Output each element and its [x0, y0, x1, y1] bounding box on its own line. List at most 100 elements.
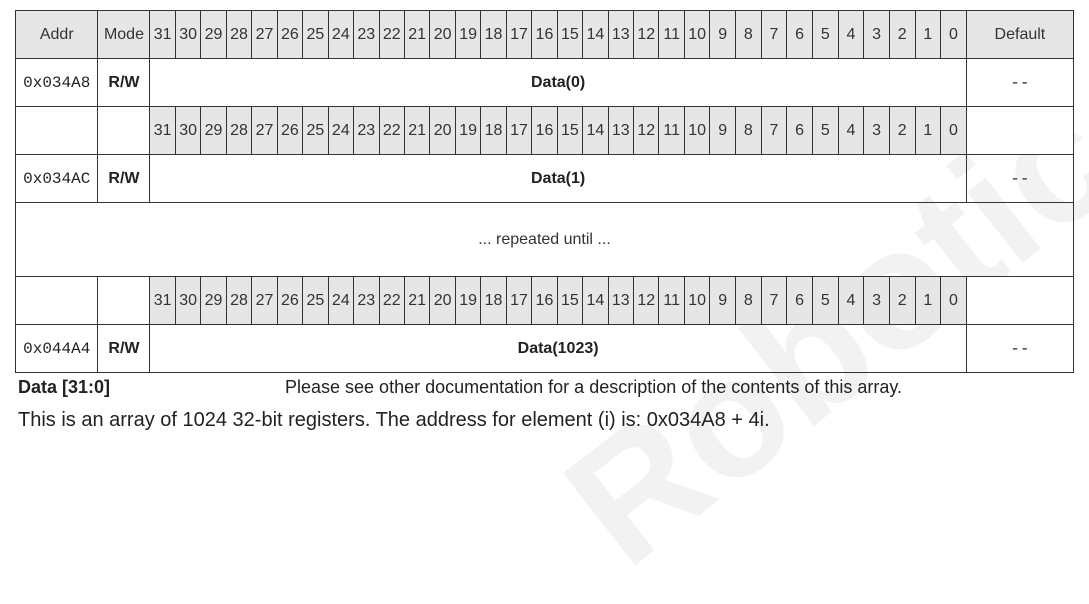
repeated-row: ... repeated until ...	[15, 202, 1074, 277]
bit-26: 26	[276, 10, 304, 59]
empty-addr-cell	[14, 106, 99, 155]
header-mode: Mode	[97, 10, 151, 59]
bit-16: 16	[531, 276, 558, 325]
bit-29: 29	[200, 276, 227, 325]
empty-mode-cell	[97, 106, 151, 155]
bit-28: 28	[225, 276, 253, 325]
bit-8: 8	[735, 276, 762, 325]
register-mode: R/W	[97, 58, 151, 107]
bit-17: 17	[505, 276, 533, 325]
bit-27: 27	[251, 276, 278, 325]
bit-3: 3	[863, 106, 890, 155]
bit-17: 17	[505, 106, 533, 155]
bit-31: 31	[149, 276, 176, 325]
bit-31: 31	[149, 106, 176, 155]
bit-7: 7	[760, 10, 788, 59]
bit-25: 25	[302, 10, 329, 59]
bit-13: 13	[607, 276, 635, 325]
bit-18: 18	[480, 276, 507, 325]
bit-15: 15	[556, 276, 584, 325]
bit-4: 4	[837, 276, 865, 325]
bit-19: 19	[454, 276, 482, 325]
bit-3: 3	[863, 10, 890, 59]
bit-4: 4	[837, 10, 865, 59]
field-description: Please see other documentation for a des…	[285, 377, 903, 397]
register-address: 0x034AC	[14, 154, 99, 203]
register-data-field: Data(1023)	[149, 324, 967, 373]
bit-12: 12	[633, 10, 660, 59]
bit-6: 6	[786, 276, 813, 325]
bit-16: 16	[531, 106, 558, 155]
bit-10: 10	[683, 10, 711, 59]
bit-11: 11	[658, 10, 685, 59]
bit-20: 20	[429, 10, 456, 59]
bit-7: 7	[760, 276, 788, 325]
bit-0: 0	[940, 106, 967, 155]
bit-31: 31	[149, 10, 176, 59]
bit-22: 22	[378, 106, 405, 155]
bit-15: 15	[556, 10, 584, 59]
register-data-field: Data(1)	[149, 154, 967, 203]
bit-30: 30	[174, 106, 202, 155]
field-name: Data [31:0]	[18, 377, 111, 397]
empty-addr-cell	[14, 276, 99, 325]
bit-0: 0	[940, 276, 967, 325]
bit-19: 19	[454, 106, 482, 155]
bit-29: 29	[200, 10, 227, 59]
bit-8: 8	[735, 106, 762, 155]
bit-13: 13	[607, 10, 635, 59]
bit-2: 2	[888, 276, 916, 325]
bit-9: 9	[709, 276, 737, 325]
bit-21: 21	[403, 276, 431, 325]
bit-25: 25	[302, 276, 329, 325]
bit-7: 7	[760, 106, 788, 155]
register-default: --	[965, 58, 1075, 107]
bit-11: 11	[658, 106, 685, 155]
bit-24: 24	[327, 106, 355, 155]
empty-default-cell	[965, 276, 1075, 325]
bit-26: 26	[276, 106, 304, 155]
bit-23: 23	[353, 106, 380, 155]
bit-1: 1	[914, 276, 942, 325]
register-summary: This is an array of 1024 32-bit register…	[18, 409, 770, 431]
bit-21: 21	[403, 10, 431, 59]
bit-28: 28	[225, 10, 253, 59]
register-mode: R/W	[97, 154, 151, 203]
bit-9: 9	[709, 106, 737, 155]
bit-22: 22	[378, 10, 405, 59]
bit-14: 14	[582, 10, 609, 59]
bit-18: 18	[480, 10, 507, 59]
bit-14: 14	[582, 276, 609, 325]
register-address: 0x034A8	[14, 58, 99, 107]
bit-23: 23	[353, 10, 380, 59]
bit-22: 22	[378, 276, 405, 325]
bit-23: 23	[353, 276, 380, 325]
bit-18: 18	[480, 106, 507, 155]
repeated-until-text: ... repeated until ...	[15, 202, 1074, 277]
bit-19: 19	[454, 10, 482, 59]
bit-5: 5	[811, 276, 839, 325]
empty-default-cell	[965, 106, 1075, 155]
bit-12: 12	[633, 276, 660, 325]
register-address: 0x044A4	[14, 324, 99, 373]
bit-6: 6	[786, 106, 813, 155]
bit-12: 12	[633, 106, 660, 155]
bit-13: 13	[607, 106, 635, 155]
bit-27: 27	[251, 10, 278, 59]
register-data-field: Data(0)	[149, 58, 967, 107]
bit-0: 0	[940, 10, 967, 59]
bit-16: 16	[531, 10, 558, 59]
register-default: --	[965, 324, 1075, 373]
bit-30: 30	[174, 276, 202, 325]
bit-29: 29	[200, 106, 227, 155]
bit-5: 5	[811, 10, 839, 59]
bit-20: 20	[429, 106, 456, 155]
bit-20: 20	[429, 276, 456, 325]
bit-14: 14	[582, 106, 609, 155]
bit-2: 2	[888, 106, 916, 155]
